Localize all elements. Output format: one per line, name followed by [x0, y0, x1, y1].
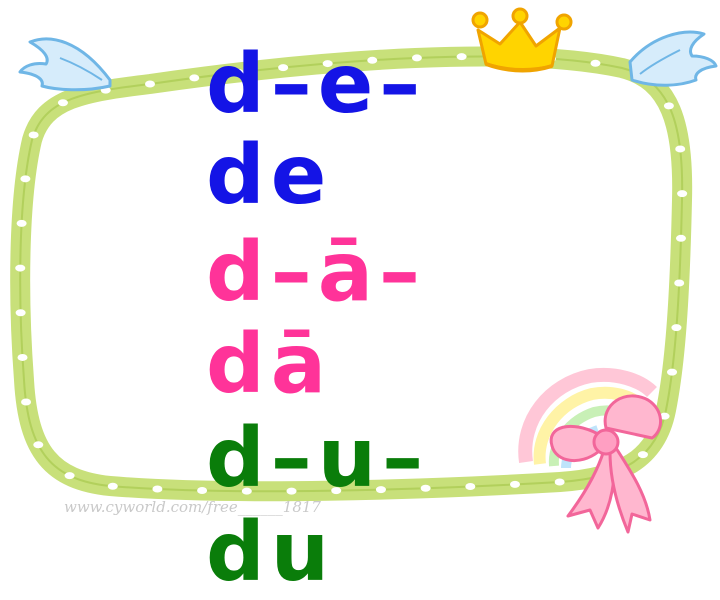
frame-dot [411, 54, 422, 62]
crown-icon [471, 7, 573, 73]
frame-dot [367, 56, 378, 64]
frame-dot [21, 398, 32, 406]
frame-dot [509, 480, 520, 488]
left-wing-icon [18, 37, 112, 92]
frame-dot [375, 486, 386, 494]
frame-dot [674, 279, 685, 287]
frame-dot [197, 487, 208, 495]
frame-dot [465, 482, 476, 490]
frame-dot [590, 59, 601, 67]
watermark-text: www.cyworld.com/free______1817 [64, 498, 321, 516]
frame-dot [107, 482, 118, 490]
frame-dot [554, 478, 565, 486]
frame-dot [659, 412, 670, 420]
frame-dot [33, 441, 44, 449]
pink-bow-icon [549, 394, 662, 534]
frame-dot [241, 487, 252, 495]
frame-dot [145, 80, 155, 88]
frame-dot [420, 484, 431, 492]
frame-dot [28, 131, 39, 139]
pinyin-line-d-u: d–u– [206, 411, 430, 506]
frame-dot [667, 368, 678, 376]
frame-dot [671, 324, 682, 332]
frame-dot [16, 219, 27, 227]
frame-dot [189, 74, 200, 82]
frame-dot [233, 68, 244, 76]
pinyin-line-du: du [206, 505, 336, 600]
frame-dot [57, 99, 68, 107]
frame-dot [456, 53, 467, 61]
frame-dot [637, 451, 648, 459]
right-wing-icon [628, 30, 718, 87]
frame-dot [15, 264, 26, 272]
frame-dot [20, 175, 31, 183]
frame-dot [663, 102, 674, 110]
frame-dot [675, 145, 686, 153]
decorative-frame-scene [10, 7, 718, 534]
frame-dot [64, 472, 75, 480]
pinyin-line-d-e: d–e– [206, 37, 427, 132]
frame-dot [278, 64, 289, 72]
frame-dot [286, 487, 297, 495]
frame-dot [331, 487, 342, 495]
pinyin-line-de: de [206, 128, 333, 223]
frame-dot [17, 353, 28, 361]
frame-dot [677, 190, 688, 198]
frame-dot [322, 60, 333, 68]
frame-dot [15, 309, 26, 317]
pinyin-line-d-a: d–ā– [206, 225, 427, 320]
frame-dot [675, 234, 686, 242]
frame-dot [152, 485, 163, 493]
pinyin-line-da: dā [206, 317, 333, 412]
